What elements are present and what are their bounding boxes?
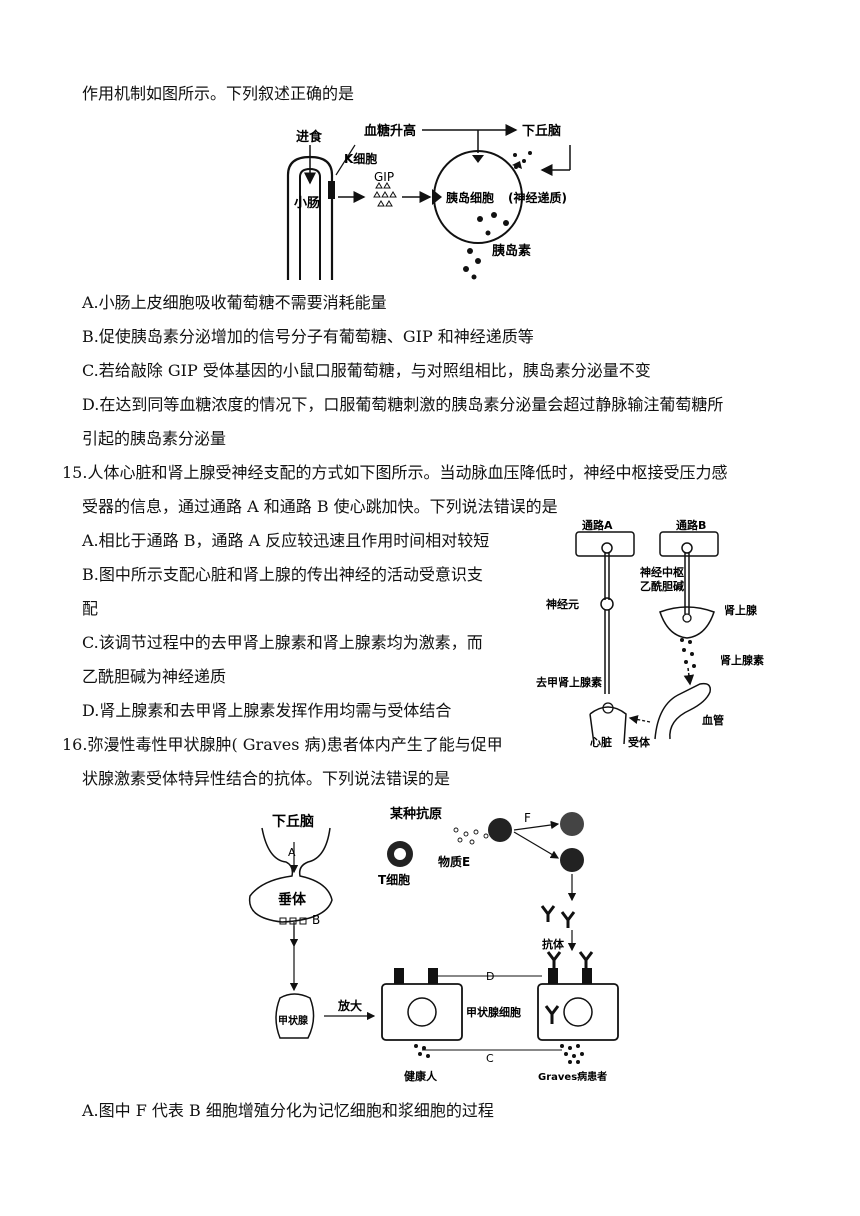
intro-text: 作用机制如图所示。下列叙述正确的是 <box>82 84 355 103</box>
thyroid-label: 甲状腺 <box>278 1014 309 1027</box>
norepinephrine-label: 去甲肾上腺素 <box>536 675 602 689</box>
neurotransmitter-label: (神经递质) <box>508 190 567 205</box>
thyroid-cell-label: 甲状腺细胞 <box>466 1005 521 1019</box>
heart-label: 心脏 <box>590 735 612 749</box>
adrenal-label: 肾上腺 <box>724 603 758 617</box>
heart-adrenal-figure: 通路A 通路B 神经中枢 乙酰胆碱 神经元 肾上腺 肾上腺素 去甲肾上腺素 血管… <box>536 518 764 749</box>
hypothalamus-label-2: 下丘脑 <box>272 813 314 830</box>
f-label: F <box>524 811 531 825</box>
d-label: D <box>486 970 494 983</box>
graves-figure: 下丘脑 A 垂体 B 某种抗原 F T细胞 物质E 抗体 D 甲状腺 放大 甲状… <box>248 806 619 1083</box>
insulin-label: 胰岛素 <box>492 243 531 259</box>
c-label: C <box>486 1052 494 1065</box>
q15-option-b: B.图中所示支配心脏和肾上腺的传出神经的活动受意识支 <box>82 565 483 584</box>
a-label: A <box>288 846 296 859</box>
path-b-label: 通路B <box>676 518 706 532</box>
patient-label: Graves病患者 <box>538 1070 607 1083</box>
substance-e-label: 物质E <box>438 854 470 869</box>
q15-option-c: C.该调节过程中的去甲肾上腺素和肾上腺素均为激素，而 <box>82 633 483 652</box>
epinephrine-label: 肾上腺素 <box>720 653 764 667</box>
q16-stem-1: 16.弥漫性毒性甲状腺肿( Graves 病)患者体内产生了能与促甲 <box>62 735 503 754</box>
q14-option-d: D.在达到同等血糖浓度的情况下，口服葡萄糖刺激的胰岛素分泌量会超过静脉输注葡萄糖… <box>82 395 724 414</box>
b-label: B <box>312 913 320 927</box>
intestine-label: 小肠 <box>294 196 320 211</box>
glucose-rise-label: 血糖升高 <box>364 123 416 139</box>
acetylcholine-label: 乙酰胆碱 <box>640 579 684 593</box>
q15-stem-1: 15.人体心脏和肾上腺受神经支配的方式如下图所示。当动脉血压降低时，神经中枢接受… <box>62 463 728 482</box>
q14-option-a: A.小肠上皮细胞吸收葡萄糖不需要消耗能量 <box>82 293 387 312</box>
path-a-label: 通路A <box>582 518 613 532</box>
q15-option-d: D.肾上腺素和去甲肾上腺素发挥作用均需与受体结合 <box>82 701 452 720</box>
q15-option-b-cont: 配 <box>82 599 99 618</box>
hypothalamus-label: 下丘脑 <box>522 123 561 139</box>
islet-cell-label: 胰岛细胞 <box>446 190 494 205</box>
gip-mechanism-figure: 进食 血糖升高 下丘脑 K细胞 GIP 小肠 胰岛细胞 (神经递质) 胰岛素 <box>286 123 571 280</box>
nerve-center-label: 神经中枢 <box>640 565 684 579</box>
eat-label: 进食 <box>296 129 323 145</box>
receptor-label: 受体 <box>628 735 651 749</box>
vessel-label: 血管 <box>702 713 724 727</box>
q15-option-c-cont: 乙酰胆碱为神经递质 <box>82 667 227 686</box>
antigen-label: 某种抗原 <box>389 806 442 822</box>
q15-option-a: A.相比于通路 B，通路 A 反应较迅速且作用时间相对较短 <box>82 531 490 550</box>
q14-option-d-cont: 引起的胰岛素分泌量 <box>82 429 227 448</box>
k-cell-label: K细胞 <box>344 151 377 166</box>
gip-label: GIP <box>374 170 394 184</box>
t-cell-label: T细胞 <box>378 872 410 887</box>
pituitary-label: 垂体 <box>278 891 307 908</box>
q15-stem-2: 受器的信息，通过通路 A 和通路 B 使心跳加快。下列说法错误的是 <box>82 497 558 516</box>
neuron-label: 神经元 <box>546 597 579 611</box>
q16-stem-2: 状腺激素受体特异性结合的抗体。下列说法错误的是 <box>82 769 451 788</box>
q14-option-c: C.若给敲除 GIP 受体基因的小鼠口服葡萄糖，与对照组相比，胰岛素分泌量不变 <box>82 361 651 380</box>
q14-option-b: B.促使胰岛素分泌增加的信号分子有葡萄糖、GIP 和神经递质等 <box>82 327 534 346</box>
q16-option-a: A.图中 F 代表 B 细胞增殖分化为记忆细胞和浆细胞的过程 <box>82 1101 494 1120</box>
amplify-label: 放大 <box>337 998 362 1013</box>
healthy-label: 健康人 <box>404 1069 438 1083</box>
antibody-label: 抗体 <box>542 937 565 951</box>
